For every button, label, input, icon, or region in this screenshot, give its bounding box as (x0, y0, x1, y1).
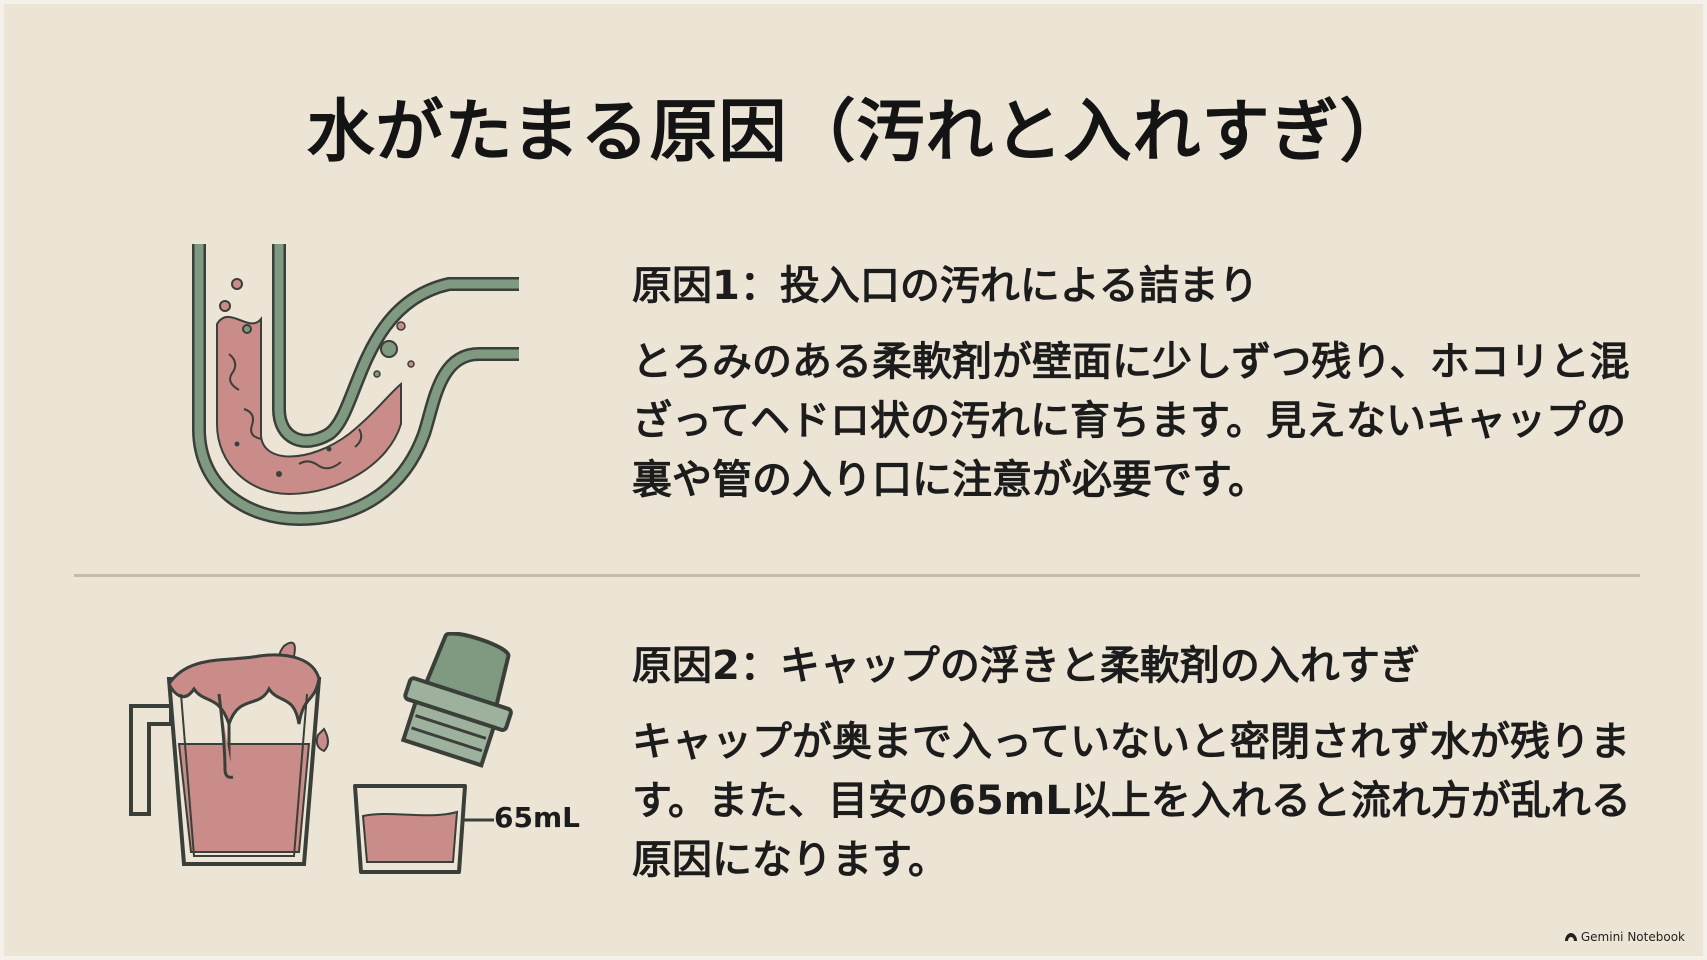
notebook-logo-icon (1564, 933, 1577, 941)
cause2-body: キャップが奥まで入っていないと密閉されず水が残ります。また、目安の65mL以上を… (632, 719, 1631, 883)
overflowing-jug-illustration (129, 641, 329, 866)
cause2-heading: 原因2：キャップの浮きと柔軟剤の入れすぎ (632, 643, 1420, 689)
softener-cap-icon (400, 632, 513, 768)
measuring-cup-icon (353, 784, 494, 874)
measure-label: 65mL (494, 801, 580, 834)
cause1-heading: 原因1：投入口の汚れによる詰まり (632, 263, 1259, 309)
cause1-body: とろみのある柔軟剤が壁面に少しずつ残り、ホコリと混ざってヘドロ状の汚れに育ちます… (632, 339, 1630, 503)
brand-label: Gemini Notebook (1580, 930, 1685, 944)
clogged-pipe-illustration (192, 244, 519, 527)
page-title: 水がたまる原因（汚れと入れすぎ） (306, 93, 1409, 172)
section-divider (74, 574, 1640, 577)
brand-watermark: Gemini Notebook (1564, 930, 1685, 944)
